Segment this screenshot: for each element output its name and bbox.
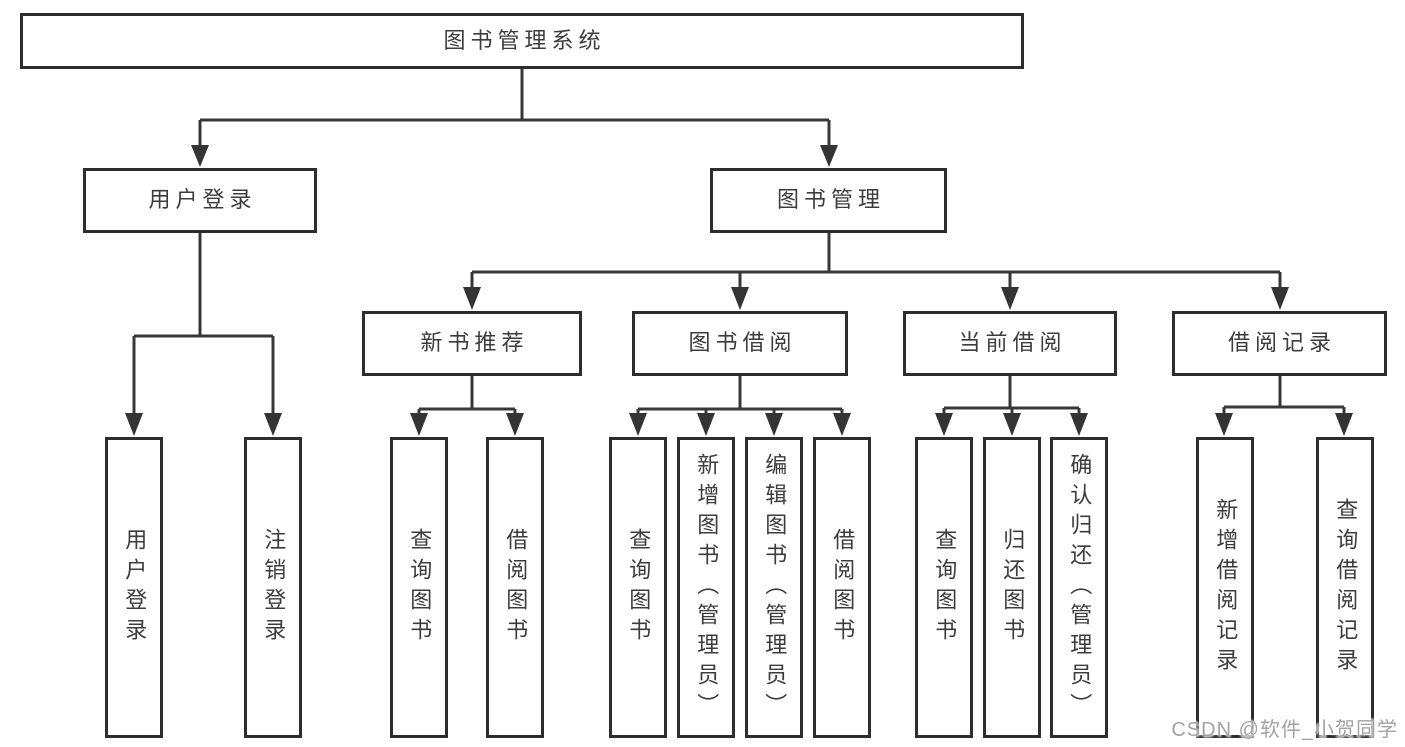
node-label: 确认归还（管理员） [1067, 452, 1093, 723]
leaf-user-login: 用户登录 [105, 437, 163, 738]
arrowhead-icon [191, 145, 209, 167]
leaf-borrow-books-1: 借阅图书 [486, 437, 544, 738]
arrowhead-icon [1070, 413, 1088, 436]
leaf-return-books: 归还图书 [983, 437, 1041, 738]
arrowhead-icon [765, 413, 783, 436]
node-label: 查询借阅记录 [1333, 497, 1359, 678]
arrowhead-icon [697, 413, 715, 436]
node-label: 新增图书（管理员） [694, 452, 720, 723]
leaf-edit-books-admin: 编辑图书（管理员） [745, 437, 803, 738]
node-label: 查询图书 [626, 527, 652, 648]
node-label: 借阅图书 [503, 527, 529, 648]
node-label: 注销登录 [261, 527, 287, 648]
node-label: 新增借阅记录 [1213, 497, 1239, 678]
arrowhead-icon [125, 413, 143, 436]
node-label: 用户登录 [148, 187, 257, 213]
arrowhead-icon [1215, 413, 1233, 436]
arrowhead-icon [1335, 413, 1353, 436]
node-label: 借阅记录 [1227, 330, 1336, 356]
leaf-borrow-books-2: 借阅图书 [813, 437, 871, 738]
node-label: 图书管理系统 [443, 27, 606, 53]
node-label: 图书管理 [776, 187, 885, 213]
arrowhead-icon [1271, 287, 1289, 310]
node-label: 编辑图书（管理员） [762, 452, 788, 723]
leaf-query-borrow-record: 查询借阅记录 [1316, 437, 1374, 738]
node-label: 图书借阅 [688, 330, 797, 356]
arrowhead-icon [410, 413, 428, 436]
node-label: 用户登录 [122, 527, 148, 648]
node-label: 当前借阅 [958, 330, 1067, 356]
node-current-borrow: 当前借阅 [903, 311, 1117, 376]
node-new-book-recommend: 新书推荐 [362, 311, 582, 376]
node-book-borrow: 图书借阅 [632, 311, 848, 376]
arrowhead-icon [264, 413, 282, 436]
arrowhead-icon [833, 413, 851, 436]
arrowhead-icon [731, 287, 749, 310]
arrowhead-icon [820, 145, 838, 167]
leaf-query-books-1: 查询图书 [390, 437, 448, 738]
node-label: 查询图书 [932, 527, 958, 648]
node-borrow-records: 借阅记录 [1172, 311, 1387, 376]
node-root-library-management-system: 图书管理系统 [20, 13, 1024, 69]
leaf-confirm-return-admin: 确认归还（管理员） [1050, 437, 1108, 738]
leaf-query-books-3: 查询图书 [915, 437, 973, 738]
arrowhead-icon [629, 413, 647, 436]
watermark-csdn: CSDN @软件_小贺同学 [1171, 719, 1398, 741]
node-book-management: 图书管理 [710, 168, 947, 233]
arrowhead-icon [463, 287, 481, 310]
arrowhead-icon [506, 413, 524, 436]
arrowhead-icon [1003, 413, 1021, 436]
leaf-add-borrow-record: 新增借阅记录 [1196, 437, 1254, 738]
node-label: 归还图书 [1000, 527, 1026, 648]
node-label: 查询图书 [407, 527, 433, 648]
arrowhead-icon [935, 413, 953, 436]
arrowhead-icon [1001, 287, 1019, 310]
node-label: 新书推荐 [420, 330, 529, 356]
leaf-query-books-2: 查询图书 [609, 437, 667, 738]
leaf-add-books-admin: 新增图书（管理员） [677, 437, 735, 738]
node-user-login: 用户登录 [83, 168, 317, 233]
leaf-logout: 注销登录 [244, 437, 302, 738]
node-label: 借阅图书 [830, 527, 856, 648]
